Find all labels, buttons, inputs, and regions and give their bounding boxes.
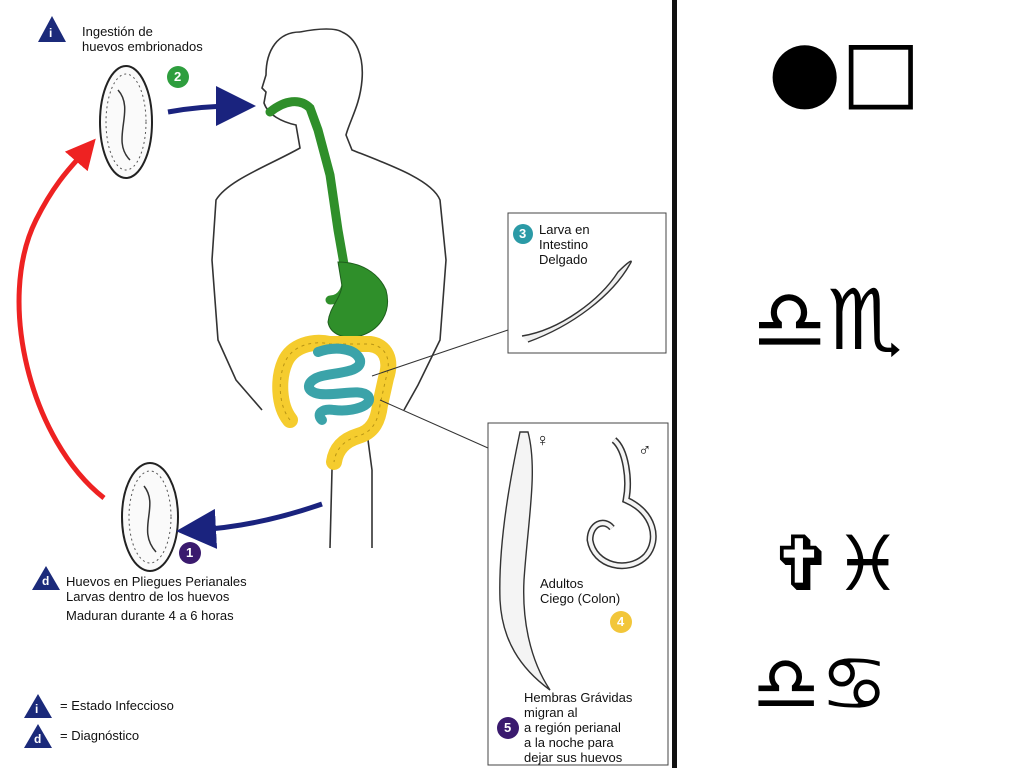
larva-worm (521, 260, 632, 343)
label-eggs-line-3: Maduran durante 4 a 6 horas (66, 608, 234, 623)
step-4-circle (610, 611, 632, 633)
female-worm (499, 431, 551, 691)
egg-top (99, 65, 153, 179)
panel-divider (672, 0, 677, 768)
large-intestine-outline (279, 342, 389, 463)
label-ingestion: Ingestión de huevos embrionados (82, 24, 203, 54)
stomach (327, 261, 388, 338)
label-gravid-line-1: Hembras Grávidas (524, 690, 633, 705)
label-gravid-line-5: dejar sus huevos (524, 750, 623, 765)
step-1-circle (179, 542, 201, 564)
symbols-row-3: ✞♓ (770, 519, 902, 608)
step-2-number: 2 (174, 69, 182, 84)
callout-line-adults (379, 399, 489, 449)
legend-diagnostic-triangle-icon (24, 724, 52, 748)
label-gravid-line-4: a la noche para (524, 735, 614, 750)
body-shoulder-line (299, 28, 343, 33)
esophagus (265, 97, 351, 305)
legend-infective-letter: i (35, 702, 39, 716)
larva-box (507, 212, 667, 354)
step-5-circle (497, 717, 519, 739)
human-body-outline (211, 31, 447, 549)
male-worm-inner (587, 438, 656, 568)
label-gravid-line-2: migran al (524, 705, 578, 720)
step-1-number: 1 (186, 545, 194, 560)
label-gravid: Hembras Grávidas migran al a región peri… (524, 690, 632, 765)
step-3-number: 3 (519, 226, 527, 241)
label-adults: Adultos Ciego (Colon) (540, 576, 620, 606)
label-larva-line-3: Delgado (539, 252, 588, 267)
male-symbol: ♂ (638, 440, 652, 460)
red-cycle-arrow (16, 138, 106, 500)
legend-infective-triangle-icon (24, 694, 52, 718)
legend-infective-text: = Estado Infeccioso (60, 698, 174, 713)
label-larva: Larva en Intestino Delgado (539, 222, 590, 267)
egg-bottom-inner (128, 470, 172, 564)
legend-diagnostic-letter: d (34, 732, 42, 746)
step-5-number: 5 (504, 720, 512, 735)
label-adults-line-2: Ciego (Colon) (540, 591, 621, 606)
step-4-number: 4 (617, 614, 625, 629)
female-symbol: ♀ (536, 430, 550, 450)
symbols-row-1: ●□ (768, 21, 921, 119)
diagnostic-triangle-letter: d (42, 574, 50, 588)
infective-triangle-letter: i (49, 26, 53, 40)
label-ingestion-line-2: huevos embrionados (82, 39, 203, 54)
label-adults-line-1: Adultos (540, 576, 584, 591)
label-eggs-line-2: Larvas dentro de los huevos (66, 589, 230, 604)
symbols-row-4: ♎♋ (752, 639, 889, 728)
label-larva-line-1: Larva en (539, 222, 590, 237)
blue-arrow-top (167, 86, 256, 127)
legend-diagnostic-text: = Diagnóstico (60, 728, 140, 743)
blue-arrow-bottom (176, 501, 323, 549)
symbols-row-2: ♎♏ (752, 271, 903, 369)
label-eggs: Huevos en Pliegues Perianales Larvas den… (66, 574, 247, 623)
callout-line-larva (371, 329, 509, 377)
label-ingestion-line-1: Ingestión de (82, 24, 153, 39)
label-eggs-line-1: Huevos en Pliegues Perianales (66, 574, 247, 589)
egg-bottom-larva (143, 485, 157, 553)
infective-triangle-icon (38, 16, 66, 42)
label-gravid-line-3: a región perianal (524, 720, 621, 735)
step-3-circle (513, 224, 533, 244)
egg-top-larva (117, 89, 131, 161)
egg-bottom (121, 462, 179, 572)
label-larva-line-2: Intestino (539, 237, 589, 252)
egg-top-inner (105, 73, 147, 171)
step-2-circle (167, 66, 189, 88)
small-intestine (304, 343, 374, 425)
diagnostic-triangle-icon (32, 566, 60, 590)
